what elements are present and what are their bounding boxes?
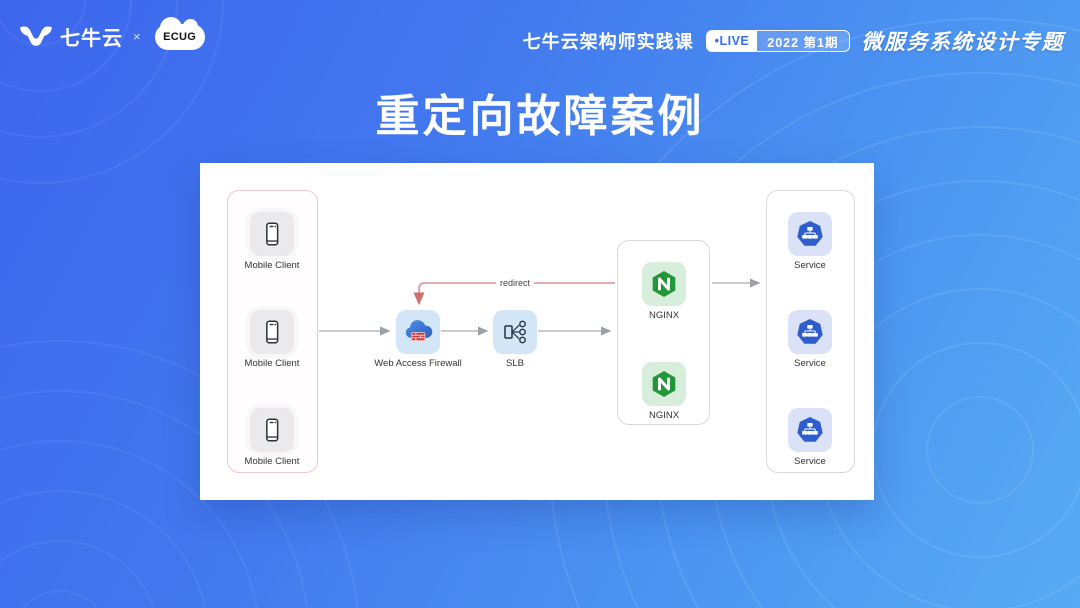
live-badge-label: •LIVE — [706, 31, 758, 51]
node-label: Mobile Client — [244, 456, 300, 467]
node-label: Mobile Client — [244, 358, 300, 369]
web-access-firewall-node: Web Access Firewall — [363, 310, 473, 369]
ecug-brand-name: ECUG — [163, 30, 197, 43]
nginx-icon — [642, 362, 686, 406]
service-icon — [788, 310, 832, 354]
header: 七牛云 × ECUG 七牛云架构师实践课 •LIVE 2022 第1期 微服务系… — [0, 0, 1080, 62]
mobile-client-icon — [250, 212, 294, 256]
service-icon — [788, 212, 832, 256]
ecug-logo: ECUG — [154, 16, 205, 50]
node-label: NGINX — [648, 310, 680, 321]
service-icon — [788, 408, 832, 452]
slb-node: SLB — [460, 310, 570, 369]
redirect-edge-label: redirect — [495, 277, 535, 289]
service-node-2: Service — [755, 310, 865, 369]
nginx-node-1: NGINX — [609, 262, 719, 321]
course-title: 七牛云架构师实践课 — [522, 32, 694, 52]
node-label: Mobile Client — [244, 260, 300, 271]
node-label: SLB — [506, 358, 524, 369]
node-label: Service — [794, 456, 826, 467]
brand-logos: 七牛云 × ECUG — [18, 16, 205, 51]
load-balancer-icon — [493, 310, 537, 354]
qiniu-logo: 七牛云 — [18, 22, 123, 51]
node-label: Web Access Firewall — [374, 358, 462, 369]
qiniu-bull-icon — [19, 25, 53, 46]
live-badge-session: 2022 第1期 — [757, 31, 849, 51]
firewall-cloud-icon — [396, 310, 440, 354]
node-label: NGINX — [648, 410, 680, 421]
header-right: 七牛云架构师实践课 •LIVE 2022 第1期 微服务系统设计专题 — [523, 26, 1064, 56]
nginx-node-2: NGINX — [609, 362, 719, 421]
service-node-1: Service — [755, 212, 865, 271]
qiniu-brand-name: 七牛云 — [60, 28, 123, 50]
service-node-3: Service — [755, 408, 865, 467]
mobile-client-icon — [250, 310, 294, 354]
mobile-client-node-3: Mobile Client — [217, 408, 327, 467]
live-badge: •LIVE 2022 第1期 — [705, 30, 850, 52]
mobile-client-node-1: Mobile Client — [217, 212, 327, 271]
mobile-client-node-2: Mobile Client — [217, 310, 327, 369]
topic-title: 微服务系统设计专题 — [861, 31, 1064, 54]
brand-separator: × — [133, 29, 141, 44]
diagram-card: redirect Mobile Client Mobile Client — [200, 163, 874, 500]
page-title: 重定向故障案例 — [375, 92, 705, 141]
nginx-icon — [642, 262, 686, 306]
mobile-client-icon — [250, 408, 294, 452]
node-label: Service — [794, 260, 826, 271]
node-label: Service — [794, 358, 826, 369]
